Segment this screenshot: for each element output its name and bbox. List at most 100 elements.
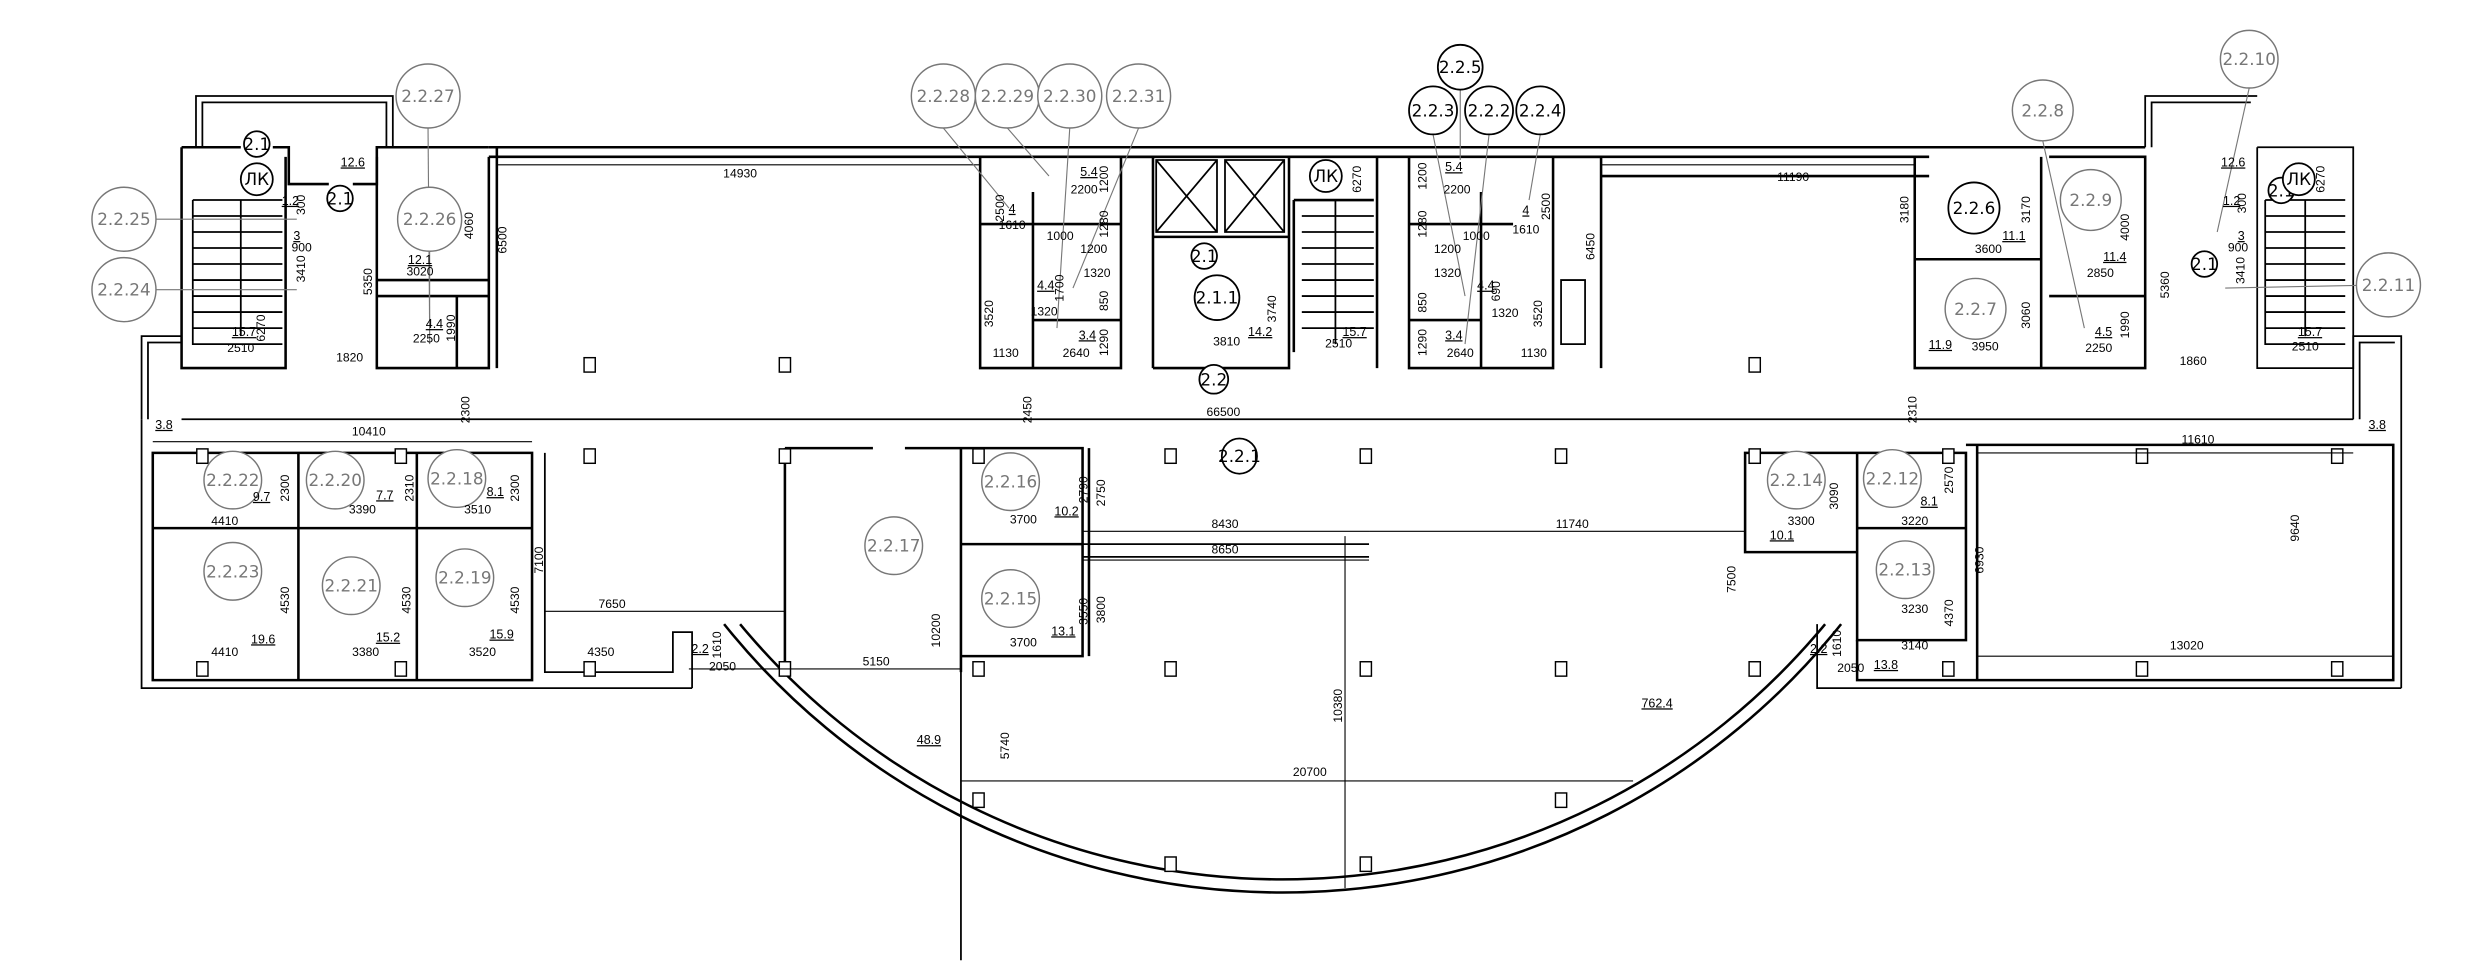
room-callout: 2.2.23	[203, 541, 263, 601]
room-area: 11.1	[2002, 229, 2025, 243]
callout-label: 2.2.18	[430, 468, 483, 488]
dimension-label: 1610	[999, 218, 1026, 232]
dimension-label: 3060	[2019, 302, 2033, 329]
room-callout: 2.1	[1190, 242, 1218, 270]
dimension-label: 1130	[993, 346, 1019, 360]
room-callout: 2.2.14	[1766, 450, 1826, 510]
dimension-label: 11740	[1556, 517, 1589, 531]
dimension-label: 2250	[2085, 341, 2112, 355]
dimension-label: 300	[2235, 193, 2249, 214]
dimension-label: 1280	[1416, 210, 1430, 237]
room-area: 15.7	[1342, 325, 1366, 339]
dimension-label: 9640	[2288, 514, 2302, 541]
room-callout: 2.2.15	[981, 568, 1041, 629]
dimension-label: 3380	[352, 645, 379, 659]
room-callout: 2.2.20	[305, 450, 365, 510]
callout-circle	[203, 450, 263, 510]
dimension-label: 2050	[709, 660, 736, 674]
callout-label: 2.2	[1200, 369, 1227, 389]
room-area: 11.9	[1929, 338, 1952, 352]
column	[1942, 448, 1955, 465]
callout-circle	[1464, 85, 1514, 136]
column	[972, 448, 985, 465]
room-area: 14.2	[1248, 325, 1272, 339]
callout-circle	[435, 548, 495, 608]
dimension-label: 2200	[1444, 183, 1471, 197]
callout-label: 2.2.19	[438, 568, 491, 588]
room-area: 10.2	[1054, 504, 1078, 518]
callout-label: 2.2.28	[917, 86, 970, 106]
leader-line	[2042, 140, 2085, 329]
dimension-label: 20700	[1293, 765, 1327, 779]
column	[1359, 856, 1373, 873]
callout-circle	[1193, 274, 1241, 321]
dimension-label: 6270	[1350, 165, 1364, 192]
room-area: 3.4	[1079, 328, 1096, 342]
dimension-label: 1290	[1097, 329, 1111, 356]
callout-circle	[864, 516, 924, 576]
callout-label: 2.2.21	[324, 576, 377, 596]
dimension-label: 11610	[2182, 432, 2215, 446]
callout-label: 2.2.11	[2362, 275, 2415, 295]
room-area: 762.4	[1641, 696, 1672, 710]
room-callout: 2.2.31	[1105, 63, 1172, 129]
callout-circle	[203, 541, 263, 601]
dimension-label: 2310	[403, 474, 417, 501]
dimension-label: 4060	[462, 212, 476, 239]
dimension-label: 2450	[1020, 396, 1034, 423]
column	[1164, 448, 1177, 465]
callout-circle	[1515, 85, 1566, 136]
callout-circle	[427, 448, 487, 509]
dimension-label: 2790	[1076, 476, 1090, 503]
dimension-label: 2300	[508, 474, 522, 501]
dimension-label: 1700	[1052, 274, 1066, 301]
room-area: 15.9	[490, 628, 514, 642]
callout-circle	[1944, 277, 2007, 340]
callout-circle	[395, 63, 461, 129]
room-area: 13.1	[1051, 624, 1075, 638]
column	[2330, 661, 2344, 677]
callout-circle	[239, 162, 274, 197]
dimension-label: 690	[1489, 281, 1503, 302]
dimension-label: 2050	[1837, 661, 1864, 675]
callout-label: 2.2.10	[2222, 49, 2275, 69]
callout-circle	[2219, 29, 2279, 89]
dimension-label: 5350	[361, 268, 375, 295]
column	[583, 356, 596, 373]
room-callout: 2.2.1	[1218, 437, 1261, 475]
room-callout: 2.2.26	[396, 186, 463, 252]
dimension-label: 8650	[1211, 543, 1238, 557]
room-callout: 2.2.7	[1944, 277, 2007, 340]
callout-circle	[1947, 181, 2001, 235]
room-area: 15.2	[376, 631, 400, 645]
callout-circle	[321, 556, 381, 616]
room-callout: 2.2.9	[2059, 168, 2122, 232]
column	[1554, 448, 1568, 465]
room-area: 1.2	[282, 194, 299, 208]
room-callout: 2.2.10	[2219, 29, 2279, 89]
callout-label: 2.2.6	[1953, 198, 1996, 218]
callout-circle	[1105, 63, 1172, 129]
dimension-label: 3700	[1010, 512, 1037, 526]
column	[2135, 661, 2149, 677]
callout-label: 2.1	[2191, 254, 2218, 274]
room-area: 15.7	[2298, 325, 2322, 339]
callout-circle	[1037, 63, 1103, 129]
room-callout: 2.2.16	[981, 452, 1041, 512]
room-area: 1.2	[2223, 194, 2240, 208]
dimension-label: 3600	[1975, 242, 2002, 256]
room-area: 3.4	[1445, 328, 1462, 342]
column	[1164, 856, 1177, 873]
callout-circle	[1766, 450, 1826, 510]
dimension-label: 3390	[349, 503, 376, 517]
dimension-label: 300	[294, 194, 308, 215]
room-area: 13.8	[1874, 658, 1898, 672]
callout-circle	[1436, 43, 1484, 91]
callout-label: 2.2.25	[97, 209, 150, 229]
room-callout: 2.2.4	[1515, 85, 1566, 136]
dimension-label: 3410	[294, 255, 308, 282]
dimension-label: 1320	[1031, 304, 1058, 318]
callout-circle	[91, 186, 157, 252]
dimension-label: 1820	[336, 351, 363, 365]
callout-label: 2.2.20	[308, 470, 361, 490]
